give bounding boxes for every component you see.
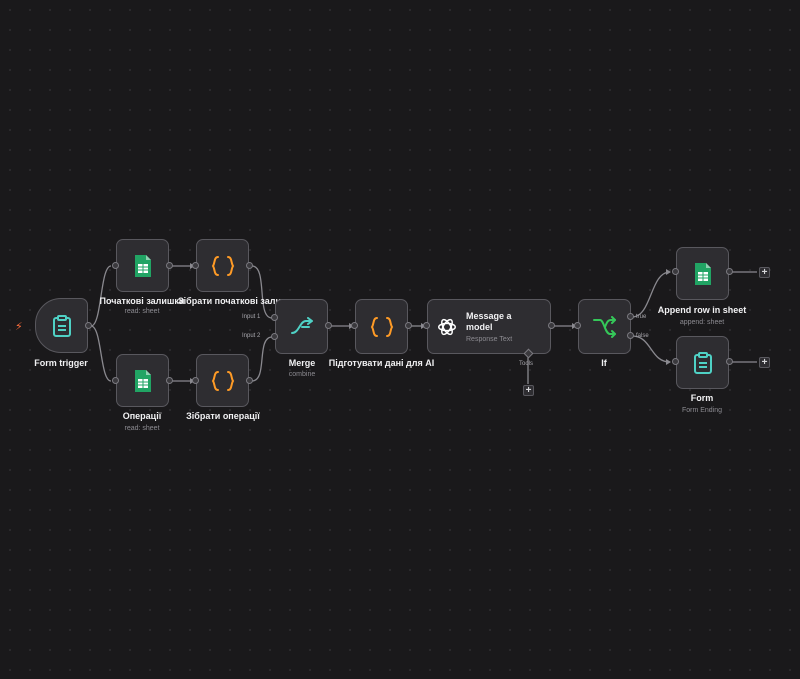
node-subtitle: combine	[288, 371, 316, 378]
collect-operations-node[interactable]	[196, 354, 249, 407]
add-node-button[interactable]: +	[759, 267, 770, 278]
prepare-ai-node[interactable]	[355, 299, 408, 354]
merge-input2-label: Input 2	[242, 333, 261, 339]
if-true-handle[interactable]	[627, 313, 634, 320]
google-sheets-icon	[134, 369, 151, 392]
message-model-output-handle[interactable]	[548, 322, 555, 329]
curly-braces-icon	[211, 370, 234, 391]
edge-trigger-to-initial	[90, 265, 112, 327]
google-sheets-icon	[694, 262, 711, 285]
merge-icon	[290, 316, 313, 334]
form-node[interactable]	[676, 336, 729, 389]
edge-collect-initial-to-merge	[251, 265, 273, 319]
collect-initial-node[interactable]	[196, 239, 249, 292]
node-subtitle: Response Text	[466, 335, 513, 343]
curly-braces-icon	[211, 255, 234, 276]
edge-trigger-to-operations	[90, 325, 112, 382]
node-title: Form trigger	[34, 358, 88, 368]
merge-input1-label: Input 1	[242, 314, 261, 320]
if-node[interactable]	[578, 299, 631, 354]
prepare-ai-output-handle[interactable]	[405, 322, 412, 329]
if-false-label: false	[636, 333, 649, 339]
edge-if-true-to-append	[631, 271, 671, 318]
curly-braces-icon	[370, 316, 393, 337]
message-model-input-handle[interactable]	[423, 322, 430, 329]
merge-input1-handle[interactable]	[271, 314, 278, 321]
node-title: Merge	[288, 358, 316, 368]
node-subtitle: Form Ending	[681, 407, 723, 414]
merge-output-handle[interactable]	[325, 322, 332, 329]
node-title: Append row in sheet	[657, 305, 747, 315]
node-subtitle: read: sheet	[124, 425, 160, 432]
append-row-node[interactable]	[676, 247, 729, 300]
node-title: Message a model	[466, 310, 512, 332]
edge-collect-ops-to-merge	[251, 336, 273, 382]
collect-operations-output-handle[interactable]	[246, 377, 253, 384]
node-title: Зібрати початкові залишки	[178, 296, 299, 306]
prepare-ai-input-handle[interactable]	[351, 322, 358, 329]
tools-label: Tools	[519, 361, 534, 367]
message-model-node[interactable]: Message a model Response Text	[427, 299, 551, 354]
clipboard-icon	[693, 351, 712, 374]
node-title: Початкові залишки	[99, 296, 185, 306]
operations-node[interactable]	[116, 354, 169, 407]
openai-icon	[438, 318, 456, 335]
append-row-input-handle[interactable]	[672, 268, 679, 275]
merge-node[interactable]	[275, 299, 328, 354]
add-node-button[interactable]: +	[759, 357, 770, 368]
if-false-handle[interactable]	[627, 332, 634, 339]
lightning-icon: ⚡	[15, 321, 23, 333]
add-tool-button[interactable]: +	[523, 385, 534, 396]
operations-input-handle[interactable]	[112, 377, 119, 384]
node-title: Підготувати дані для AI	[328, 358, 435, 368]
node-title: Зібрати операції	[186, 411, 260, 421]
branch-icon	[592, 315, 616, 338]
initial-balances-node[interactable]	[116, 239, 169, 292]
form-output-handle[interactable]	[726, 358, 733, 365]
if-true-label: true	[636, 314, 647, 320]
collect-operations-input-handle[interactable]	[192, 377, 199, 384]
append-row-output-handle[interactable]	[726, 268, 733, 275]
message-model-text: Message a model Response Text	[466, 311, 528, 343]
clipboard-icon	[52, 314, 71, 337]
node-subtitle: append: sheet	[679, 319, 725, 326]
initial-balances-input-handle[interactable]	[112, 262, 119, 269]
collect-initial-input-handle[interactable]	[192, 262, 199, 269]
node-title: Form	[690, 393, 714, 403]
operations-output-handle[interactable]	[166, 377, 173, 384]
collect-initial-output-handle[interactable]	[246, 262, 253, 269]
node-subtitle: read: sheet	[124, 308, 160, 315]
form-trigger-node[interactable]	[35, 298, 88, 353]
google-sheets-icon	[134, 254, 151, 277]
node-title: If	[601, 358, 607, 368]
node-title: Операції	[122, 411, 162, 421]
form-input-handle[interactable]	[672, 358, 679, 365]
form-trigger-output-handle[interactable]	[85, 322, 92, 329]
edge-if-false-to-form	[631, 335, 671, 363]
initial-balances-output-handle[interactable]	[166, 262, 173, 269]
merge-input2-handle[interactable]	[271, 333, 278, 340]
if-input-handle[interactable]	[574, 322, 581, 329]
